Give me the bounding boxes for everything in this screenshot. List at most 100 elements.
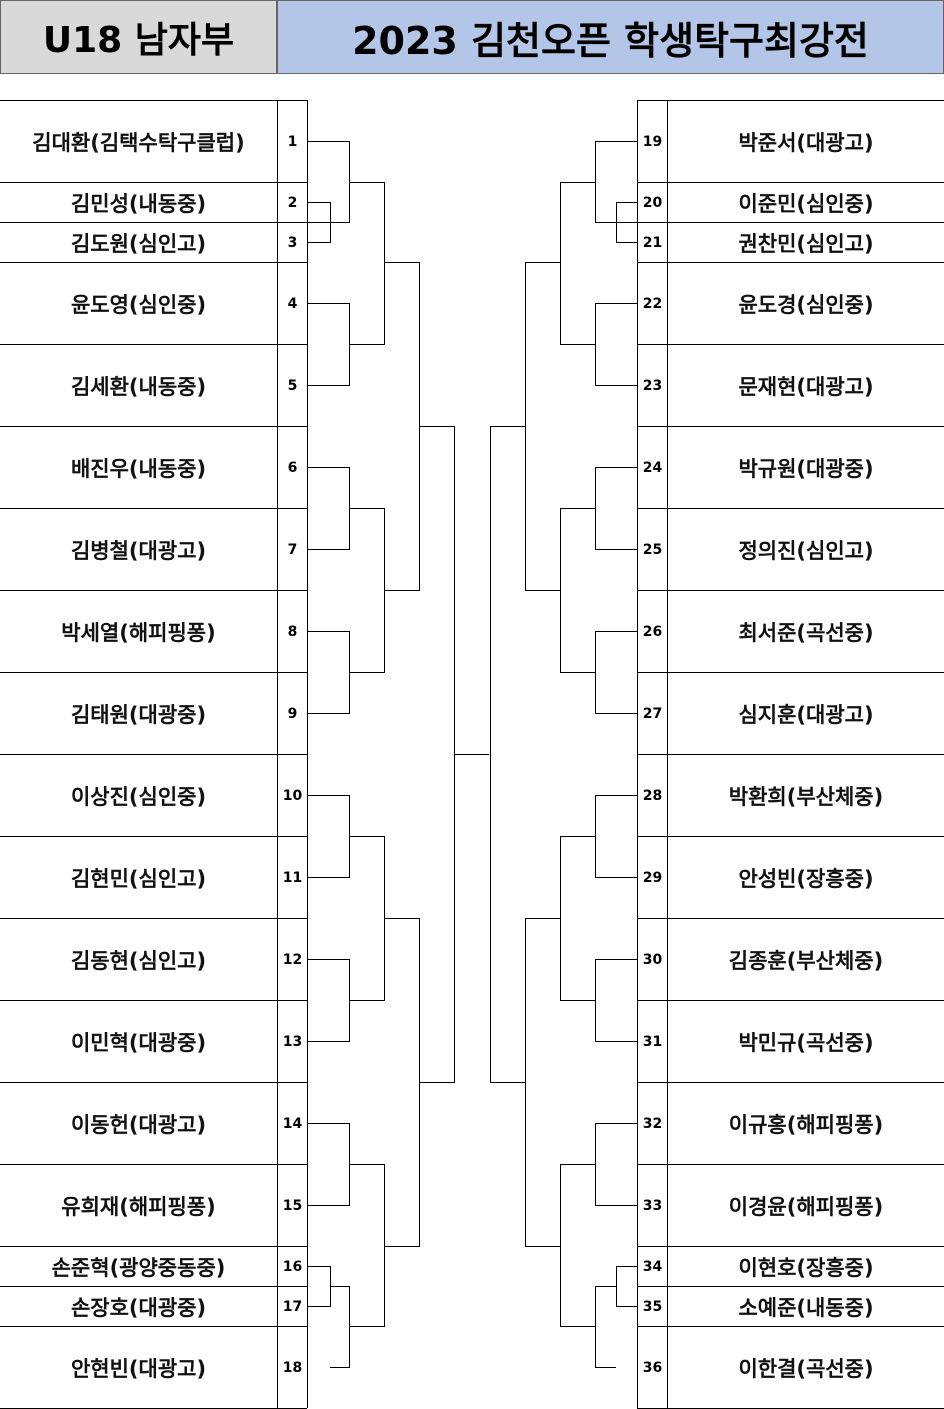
division-header: U18 남자부 (0, 0, 277, 74)
left-player-name: 유희재(해피핑퐁) (61, 1194, 216, 1219)
right-player-name: 권찬민(심인고) (738, 231, 874, 256)
left-player-seed: 9 (287, 705, 298, 722)
left-player-name: 박세열(해피핑퐁) (61, 620, 216, 645)
bracket-connector (595, 959, 637, 1042)
bracket-connector (560, 182, 595, 345)
bracket-connector (419, 426, 455, 1083)
right-player-seed: 24 (642, 459, 663, 476)
bracket-connector (330, 1286, 350, 1368)
left-player-name: 김태원(대광중) (70, 702, 207, 727)
bracket-connector (307, 795, 350, 878)
right-player-seed: 23 (642, 377, 663, 394)
left-player-seed: 12 (282, 951, 303, 968)
left-player-name: 이동헌(대광고) (70, 1112, 207, 1137)
left-player-name: 이상진(심인중) (70, 784, 207, 809)
left-player-name: 김세환(내동중) (70, 374, 207, 399)
left-player-seed: 15 (282, 1197, 303, 1214)
right-player-seed: 30 (642, 951, 663, 968)
right-player-name: 박준서(대광고) (738, 130, 874, 155)
right-player-name: 최서준(곡선중) (738, 620, 874, 645)
left-player-name: 손장호(대광중) (70, 1295, 207, 1320)
left-player-seed: 4 (287, 295, 298, 312)
bracket-connector (307, 631, 350, 714)
left-player-name: 김대환(김택수탁구클럽) (32, 130, 245, 155)
bracket-connector (349, 508, 385, 673)
right-player-seed: 35 (642, 1298, 663, 1315)
bracket-connector (560, 508, 595, 673)
right-player-name: 안성빈(장흥중) (738, 866, 874, 891)
right-player-name: 이규홍(해피핑퐁) (728, 1112, 884, 1137)
left-player-name: 배진우(내동중) (70, 456, 207, 481)
left-player-seed: 11 (282, 869, 303, 886)
right-player-seed: 21 (642, 234, 663, 251)
left-player-name: 이민혁(대광중) (70, 1030, 207, 1055)
right-player-name: 이준민(심인중) (738, 191, 874, 216)
bracket-connector (307, 1266, 331, 1307)
bracket-connector (560, 836, 595, 1001)
tournament-title: 2023 김천오픈 학생탁구최강전 (277, 0, 944, 74)
right-player-seed: 29 (642, 869, 663, 886)
left-player-name: 윤도영(심인중) (70, 292, 207, 317)
right-player-name: 심지훈(대광고) (738, 702, 874, 727)
bracket-connector (384, 262, 420, 591)
left-player-seed: 17 (282, 1298, 303, 1315)
bracket-connector (560, 1164, 595, 1327)
right-player-seed: 27 (642, 705, 663, 722)
right-player-name: 박규원(대광중) (738, 456, 874, 481)
right-player-seed: 34 (642, 1258, 663, 1275)
right-player-name: 문재현(대광고) (738, 374, 874, 399)
bracket-connector (490, 426, 525, 1083)
left-player-seed: 3 (287, 234, 298, 251)
bracket-connector (595, 795, 637, 878)
right-player-name: 김종훈(부산체중) (728, 948, 884, 973)
bracket-connector (616, 1266, 637, 1307)
bracket-connector (525, 918, 560, 1247)
left-player-seed: 5 (287, 377, 298, 394)
bracket-connector (307, 467, 350, 550)
right-player-seed: 28 (642, 787, 663, 804)
right-player-name: 박환희(부산체중) (728, 784, 884, 809)
bracket-connector (307, 303, 350, 386)
bracket-connector (349, 182, 385, 345)
right-player-name: 이경윤(해피핑퐁) (728, 1194, 884, 1219)
left-player-name: 김도원(심인고) (70, 231, 207, 256)
left-player-seed: 2 (287, 194, 298, 211)
left-player-name: 김병철(대광고) (70, 538, 207, 563)
right-player-name: 정의진(심인고) (738, 538, 874, 563)
left-player-seed: 13 (282, 1033, 303, 1050)
right-player-seed: 32 (642, 1115, 663, 1132)
bracket-connector (595, 1286, 616, 1368)
left-player-seed: 8 (287, 623, 298, 640)
right-player-name: 이한결(곡선중) (738, 1356, 874, 1381)
left-player-seed: 7 (287, 541, 298, 558)
bracket-connector (595, 141, 637, 223)
left-player-seed: 18 (282, 1359, 303, 1376)
bracket-connector (349, 1164, 385, 1327)
left-player-name: 안현빈(대광고) (70, 1356, 207, 1381)
left-player-seed: 16 (282, 1258, 303, 1275)
bracket-connector (307, 141, 350, 223)
right-player-name: 박민규(곡선중) (738, 1030, 874, 1055)
left-player-name: 김현민(심인고) (70, 866, 207, 891)
right-player-seed: 22 (642, 295, 663, 312)
bracket-connector (595, 303, 637, 386)
right-player-name: 윤도경(심인중) (738, 292, 874, 317)
left-player-seed: 1 (287, 133, 298, 150)
right-player-seed: 19 (642, 133, 663, 150)
right-player-name: 소예준(내동중) (738, 1295, 874, 1320)
right-player-seed: 25 (642, 541, 663, 558)
left-player-seed: 6 (287, 459, 298, 476)
bracket-connector (307, 1123, 350, 1206)
right-player-seed: 36 (642, 1359, 663, 1376)
right-player-seed: 33 (642, 1197, 663, 1214)
left-player-seed: 10 (282, 787, 303, 804)
bracket-connector (595, 1123, 637, 1206)
bracket-connector (595, 467, 637, 550)
bracket-connector (384, 918, 420, 1247)
right-player-name: 이현호(장흥중) (738, 1255, 874, 1280)
right-player-seed: 20 (642, 194, 663, 211)
bracket-connector (595, 631, 637, 714)
left-player-name: 손준혁(광양중동중) (51, 1255, 226, 1280)
left-player-name: 김민성(내동중) (70, 191, 207, 216)
